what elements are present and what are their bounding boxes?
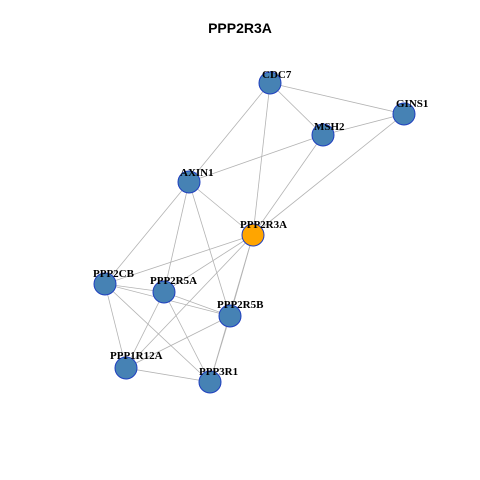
node-circle[interactable] — [114, 356, 138, 380]
node-label: PPP2R5A — [150, 275, 197, 287]
node-label: AXIN1 — [180, 167, 214, 179]
edge-axin1-ppp2cb — [104, 181, 190, 285]
edge-gins1-msh2 — [322, 113, 405, 136]
edge-msh2-ppp2r3a — [252, 134, 324, 236]
edge-axin1-ppp2r5a — [163, 181, 190, 293]
edge-cdc7-axin1 — [188, 82, 271, 183]
node-circle[interactable] — [177, 170, 201, 194]
node-axin1[interactable]: AXIN1 — [177, 167, 214, 194]
node-label: PPP3R1 — [199, 366, 238, 378]
edge-axin1-ppp2r3a — [188, 181, 254, 236]
edge-ppp2r5a-ppp1r12a — [125, 291, 165, 369]
edge-ppp2r5a-ppp3r1 — [163, 291, 211, 383]
edge-cdc7-ppp2r3a — [252, 82, 271, 236]
node-ppp2r3a[interactable]: PPP2R3A — [240, 219, 287, 247]
node-circle[interactable] — [93, 272, 117, 296]
node-cdc7[interactable]: CDC7 — [258, 69, 292, 95]
node-circle[interactable] — [311, 123, 335, 147]
edge-ppp2cb-ppp3r1 — [104, 283, 211, 383]
edge-msh2-axin1 — [188, 134, 324, 183]
edge-ppp2r5a-ppp2r5b — [163, 291, 231, 317]
node-circle[interactable] — [152, 280, 176, 304]
node-ppp1r12a[interactable]: PPP1R12A — [110, 350, 163, 380]
node-label: GINS1 — [396, 98, 428, 110]
node-circle[interactable] — [241, 223, 265, 247]
node-ppp3r1[interactable]: PPP3R1 — [198, 366, 238, 394]
edge-ppp2r3a-ppp2r5a — [163, 234, 254, 293]
node-label: CDC7 — [262, 69, 292, 81]
node-label: PPP1R12A — [110, 350, 163, 362]
node-label: MSH2 — [314, 121, 345, 133]
node-circle[interactable] — [198, 370, 222, 394]
edge-ppp2cb-ppp1r12a — [104, 283, 127, 369]
node-msh2[interactable]: MSH2 — [311, 121, 345, 147]
edge-ppp1r12a-ppp3r1 — [125, 367, 211, 383]
node-gins1[interactable]: GINS1 — [392, 98, 428, 126]
node-ppp2cb[interactable]: PPP2CB — [93, 268, 135, 296]
node-circle[interactable] — [392, 102, 416, 126]
node-circle[interactable] — [258, 71, 282, 95]
edge-gins1-ppp2r3a — [252, 113, 405, 236]
edge-ppp2r5b-ppp1r12a — [125, 315, 231, 369]
edge-cdc7-msh2 — [269, 82, 324, 136]
page-title: PPP2R3A — [208, 20, 272, 36]
node-label: PPP2R5B — [217, 299, 264, 311]
edge-cdc7-gins1 — [269, 82, 405, 115]
node-ppp2r5b[interactable]: PPP2R5B — [217, 299, 264, 328]
node-label: PPP2CB — [93, 268, 135, 280]
edge-layer — [104, 82, 405, 383]
node-ppp2r5a[interactable]: PPP2R5A — [150, 275, 197, 304]
edge-ppp2r3a-ppp2cb — [104, 234, 254, 285]
node-circle[interactable] — [218, 304, 242, 328]
node-label: PPP2R3A — [240, 219, 287, 231]
